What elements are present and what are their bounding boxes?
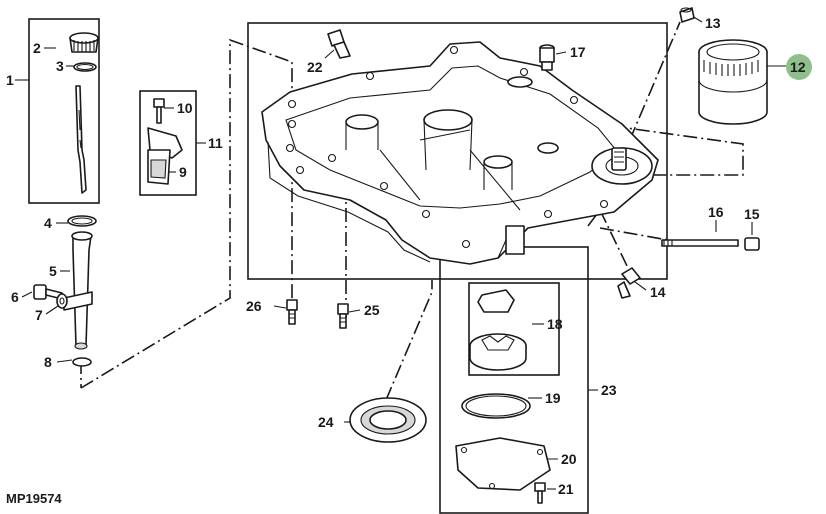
callout-12: 12 — [790, 59, 806, 75]
breather-fitting — [327, 29, 351, 59]
plug-17 — [539, 44, 555, 71]
decal-screw — [153, 98, 165, 124]
tube-lower-o-ring — [72, 357, 92, 367]
callout-8: 8 — [44, 354, 52, 370]
callout-18: 18 — [547, 316, 563, 332]
callout-10: 10 — [177, 100, 193, 116]
callout-21: 21 — [558, 481, 574, 497]
dipstick-group-frame — [28, 18, 100, 204]
callout-9: 9 — [179, 164, 187, 180]
callout-19: 19 — [545, 390, 561, 406]
bolt-26 — [286, 299, 298, 325]
callout-13: 13 — [705, 15, 721, 31]
callout-25: 25 — [364, 302, 380, 318]
tube-o-ring — [67, 215, 97, 227]
oil-filter — [698, 39, 768, 125]
crankshaft-oil-seal — [349, 397, 427, 443]
callout-24: 24 — [318, 414, 334, 430]
bolt-25 — [337, 303, 349, 329]
pump-gear-set — [469, 289, 527, 371]
drain-fitting-13 — [679, 7, 695, 23]
gear-subgroup-frame — [468, 282, 560, 376]
callout-11: 11 — [208, 135, 223, 151]
shaft-16 — [661, 239, 739, 247]
callout-7: 7 — [35, 307, 43, 323]
callout-2: 2 — [33, 40, 41, 56]
cover-screw — [534, 482, 546, 504]
callout-3: 3 — [56, 58, 64, 74]
callout-4: 4 — [44, 215, 52, 231]
oil-pan-bolt-holes — [285, 45, 609, 249]
callout-20: 20 — [561, 451, 577, 467]
callout-23: 23 — [601, 382, 617, 398]
oil-fill-cap — [69, 32, 99, 53]
callout-22: 22 — [307, 59, 323, 75]
pump-cover — [455, 437, 551, 491]
highlight-circle — [786, 54, 812, 80]
callout-15: 15 — [744, 206, 760, 222]
pressure-switch — [617, 267, 641, 299]
callout-26: 26 — [246, 298, 262, 314]
tube-washer — [56, 293, 68, 309]
leader-lines — [15, 15, 786, 490]
callout-labels: 1 2 3 4 5 6 7 8 9 10 11 12 13 14 15 16 1… — [6, 15, 806, 497]
figure-code: MP19574 — [6, 491, 62, 506]
oil-pan-frame — [247, 22, 668, 280]
pump-o-ring — [461, 393, 531, 419]
plug-15 — [744, 237, 760, 251]
dipstick — [75, 85, 87, 194]
callout-14: 14 — [650, 284, 666, 300]
oil-pan — [261, 41, 659, 265]
group-frames — [28, 18, 668, 514]
callout-17: 17 — [570, 44, 586, 60]
callout-5: 5 — [49, 263, 57, 279]
callout-16: 16 — [708, 204, 724, 220]
dipstick-tube — [63, 231, 93, 350]
callout-6: 6 — [11, 289, 19, 305]
oil-decal — [147, 149, 171, 185]
cap-o-ring — [73, 62, 97, 72]
callout-1: 1 — [6, 72, 14, 88]
